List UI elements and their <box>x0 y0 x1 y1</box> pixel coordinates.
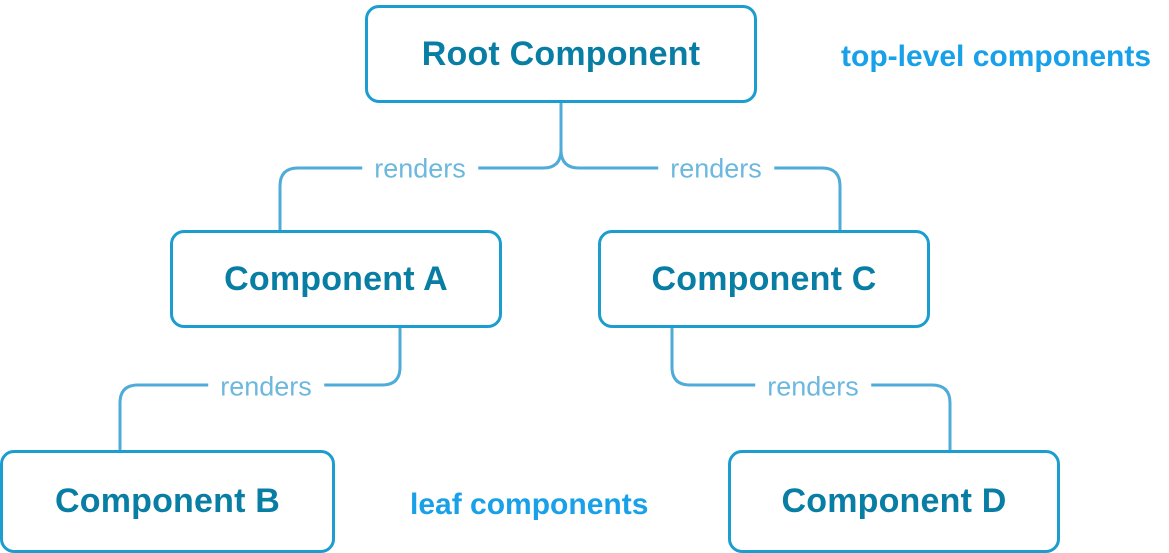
node-root-label: Root Component <box>421 34 701 73</box>
annotation-leaf-components: leaf components <box>410 488 649 521</box>
edge-label-c-to-d: renders <box>755 371 871 403</box>
node-root-component: Root Component <box>365 5 757 103</box>
node-component-b: Component B <box>0 450 335 553</box>
node-d-label: Component D <box>781 482 1007 520</box>
node-b-label: Component B <box>54 482 281 520</box>
node-c-label: Component C <box>651 259 877 298</box>
node-component-a: Component A <box>170 230 502 328</box>
edge-label-root-to-c: renders <box>658 153 774 185</box>
edge-label-a-to-b: renders <box>208 371 324 403</box>
annotation-top-level-components: top-level components <box>841 40 1152 73</box>
node-component-d: Component D <box>728 450 1060 553</box>
node-component-c: Component C <box>598 230 930 328</box>
node-a-label: Component A <box>224 259 448 298</box>
edge-label-root-to-a: renders <box>362 153 478 185</box>
